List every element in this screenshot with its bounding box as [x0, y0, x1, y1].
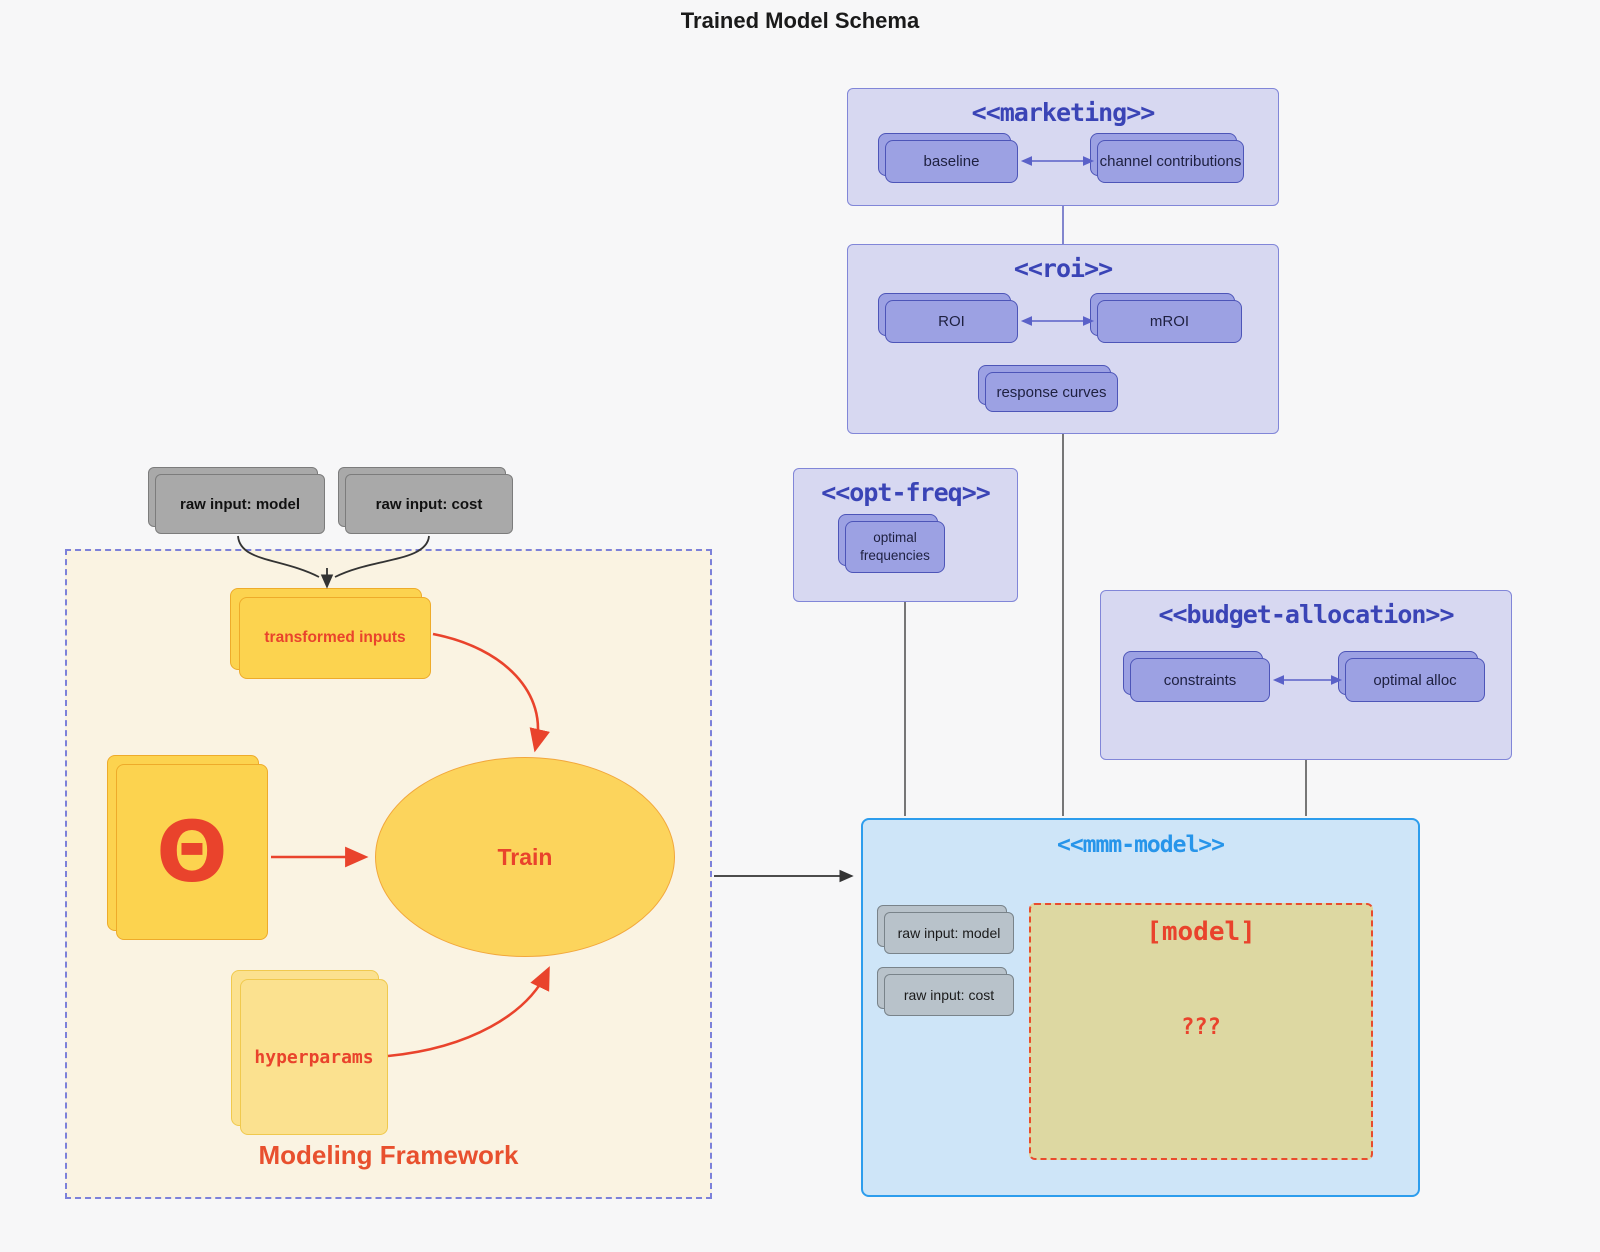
node-mmm-raw-input-model: raw input: model — [877, 905, 1014, 954]
transformed-inputs-label: transformed inputs — [264, 629, 406, 646]
mroi-label: mROI — [1149, 313, 1190, 330]
node-optimal-alloc: optimal alloc — [1338, 651, 1485, 702]
node-roi: ROI — [878, 293, 1018, 343]
model-label: [model] — [1146, 917, 1256, 947]
node-mroi: mROI — [1090, 293, 1242, 343]
roi-label: ROI — [938, 313, 965, 330]
node-constraints: constraints — [1123, 651, 1270, 702]
baseline-label: baseline — [923, 153, 980, 170]
page-title: Trained Model Schema — [680, 8, 920, 33]
node-transformed-inputs: transformed inputs — [230, 588, 431, 679]
theta-symbol: Θ — [156, 803, 228, 901]
mmm-raw-input-model-label: raw input: model — [897, 925, 1001, 941]
node-baseline: baseline — [878, 133, 1018, 183]
node-hyperparams: hyperparams — [231, 970, 388, 1135]
mmm-model-title: <<mmm-model>> — [1056, 832, 1225, 858]
channel-contributions-label: channel contributions — [1099, 153, 1242, 170]
train-label: Train — [497, 843, 553, 870]
marketing-title: <<marketing>> — [971, 98, 1156, 127]
mmm-raw-input-cost-label: raw input: cost — [903, 987, 995, 1003]
unknown-placeholder-label: ??? — [1181, 1015, 1221, 1040]
node-raw-input-model: raw input: model — [148, 467, 325, 534]
hyperparams-label: hyperparams — [254, 1046, 374, 1068]
raw-input-cost-label: raw input: cost — [375, 495, 483, 513]
roi-title: <<roi>> — [1013, 254, 1113, 283]
modeling-framework-label: Modeling Framework — [258, 1140, 519, 1170]
model-placeholder-box: [model] ??? — [1029, 903, 1373, 1160]
node-raw-input-cost: raw input: cost — [338, 467, 513, 534]
train-ellipse: Train — [375, 757, 675, 957]
node-mmm-raw-input-cost: raw input: cost — [877, 967, 1014, 1016]
response-curves-label: response curves — [996, 383, 1107, 401]
node-response-curves: response curves — [978, 365, 1118, 412]
raw-input-model-label: raw input: model — [180, 495, 300, 513]
node-theta: Θ — [107, 755, 268, 940]
node-optimal-frequencies: optimal frequencies — [838, 514, 945, 573]
optimal-alloc-label: optimal alloc — [1373, 671, 1457, 689]
budget-allocation-title: <<budget-allocation>> — [1158, 600, 1454, 629]
node-channel-contributions: channel contributions — [1090, 133, 1244, 183]
optimal-frequencies-label: optimal frequencies — [860, 529, 930, 563]
opt-freq-title: <<opt-freq>> — [821, 478, 991, 507]
constraints-label: constraints — [1163, 671, 1237, 689]
